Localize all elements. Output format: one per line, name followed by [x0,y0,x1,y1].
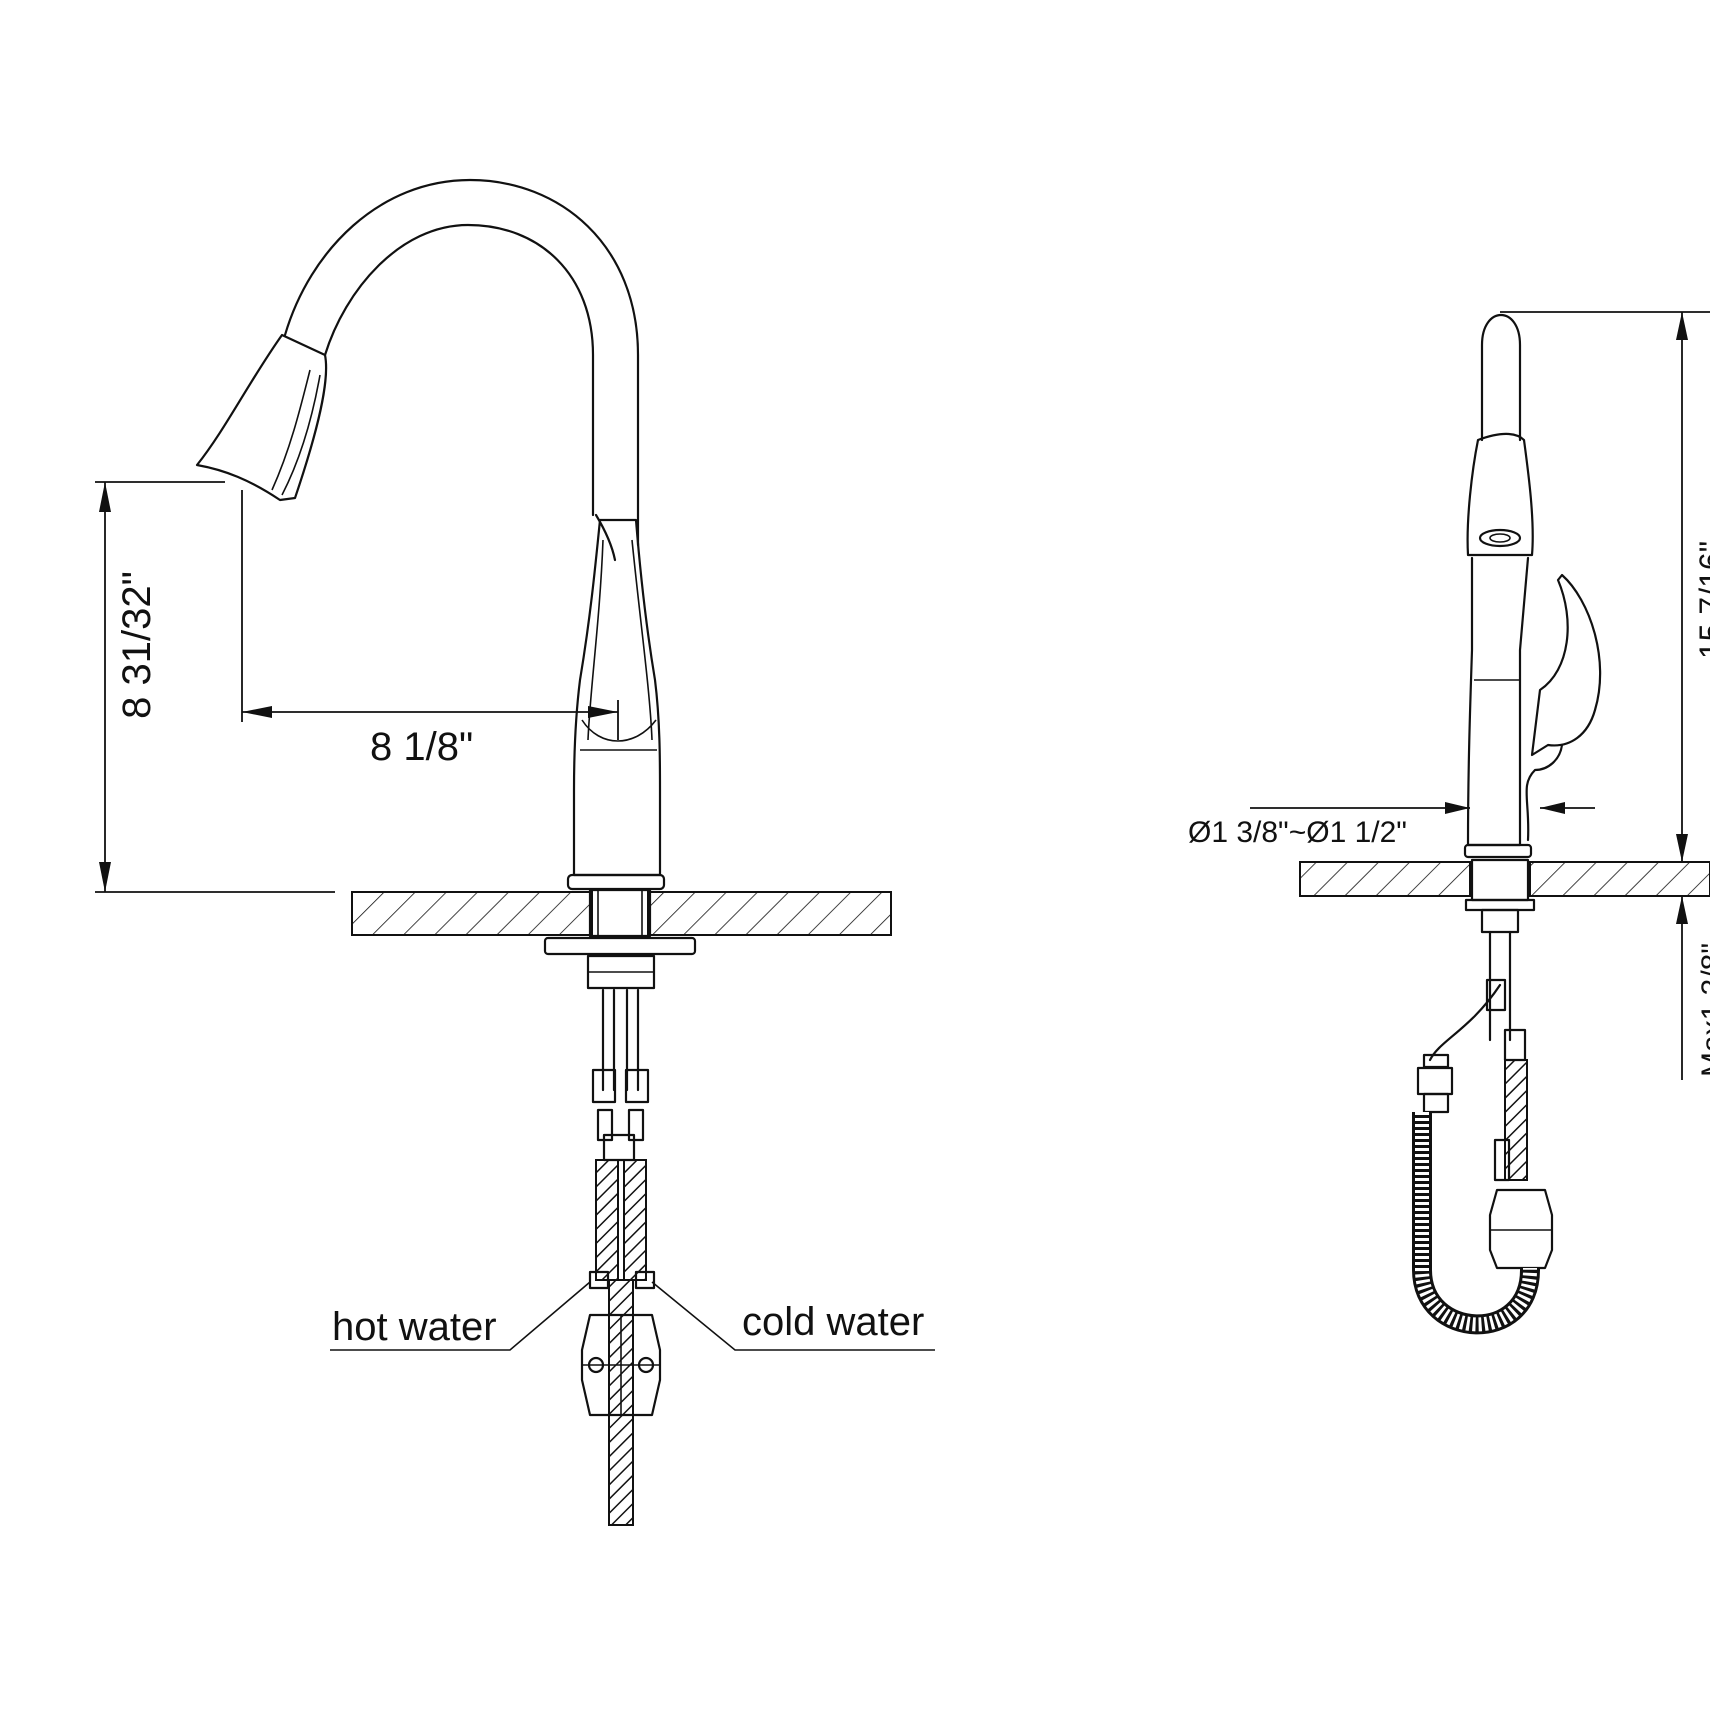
side-spout [1480,314,1522,442]
deck-thickness-text: Max1 3/8" [1696,943,1710,1077]
spout-height-text: 8 31/32" [115,571,159,719]
hole-diameter-dimension: Ø1 3/8"~Ø1 1/2" [1188,802,1595,849]
supply-lines [580,988,662,1526]
front-view: hot water cold water 8 31/32" 8 1/8" [95,178,935,1526]
side-hose-weight [1488,1188,1554,1270]
mounting-plate [543,936,697,956]
hot-water-label: hot water [332,1305,497,1349]
spout-reach-text: 8 1/8" [370,725,473,769]
countertop-right [647,891,892,936]
faucet-body [572,518,662,877]
total-height-text: 15 7/16" [1693,541,1710,659]
spout-inner-curve [323,223,595,517]
side-countertop-left [1299,861,1471,897]
side-view: Ø1 3/8"~Ø1 1/2" 15 7/16" Max1 3/8" [1188,311,1710,1335]
deck-thickness-dimension: Max1 3/8" [1676,896,1710,1080]
cold-water-label: cold water [742,1300,924,1344]
side-handle [1530,573,1602,757]
spout-outer-curve [283,178,640,547]
spray-head [195,333,328,502]
side-countertop-right [1529,861,1710,897]
hose-weight [580,1313,662,1417]
hole-diameter-text: Ø1 3/8"~Ø1 1/2" [1188,816,1407,849]
side-spray-head [1466,432,1534,557]
base-flange [566,873,666,891]
countertop-left [351,891,593,936]
spout-height-dimension: 8 31/32" [95,481,335,893]
spout-reach-dimension: 8 1/8" [241,490,619,769]
total-height-dimension: 15 7/16" [1500,311,1710,862]
side-body [1466,556,1530,847]
